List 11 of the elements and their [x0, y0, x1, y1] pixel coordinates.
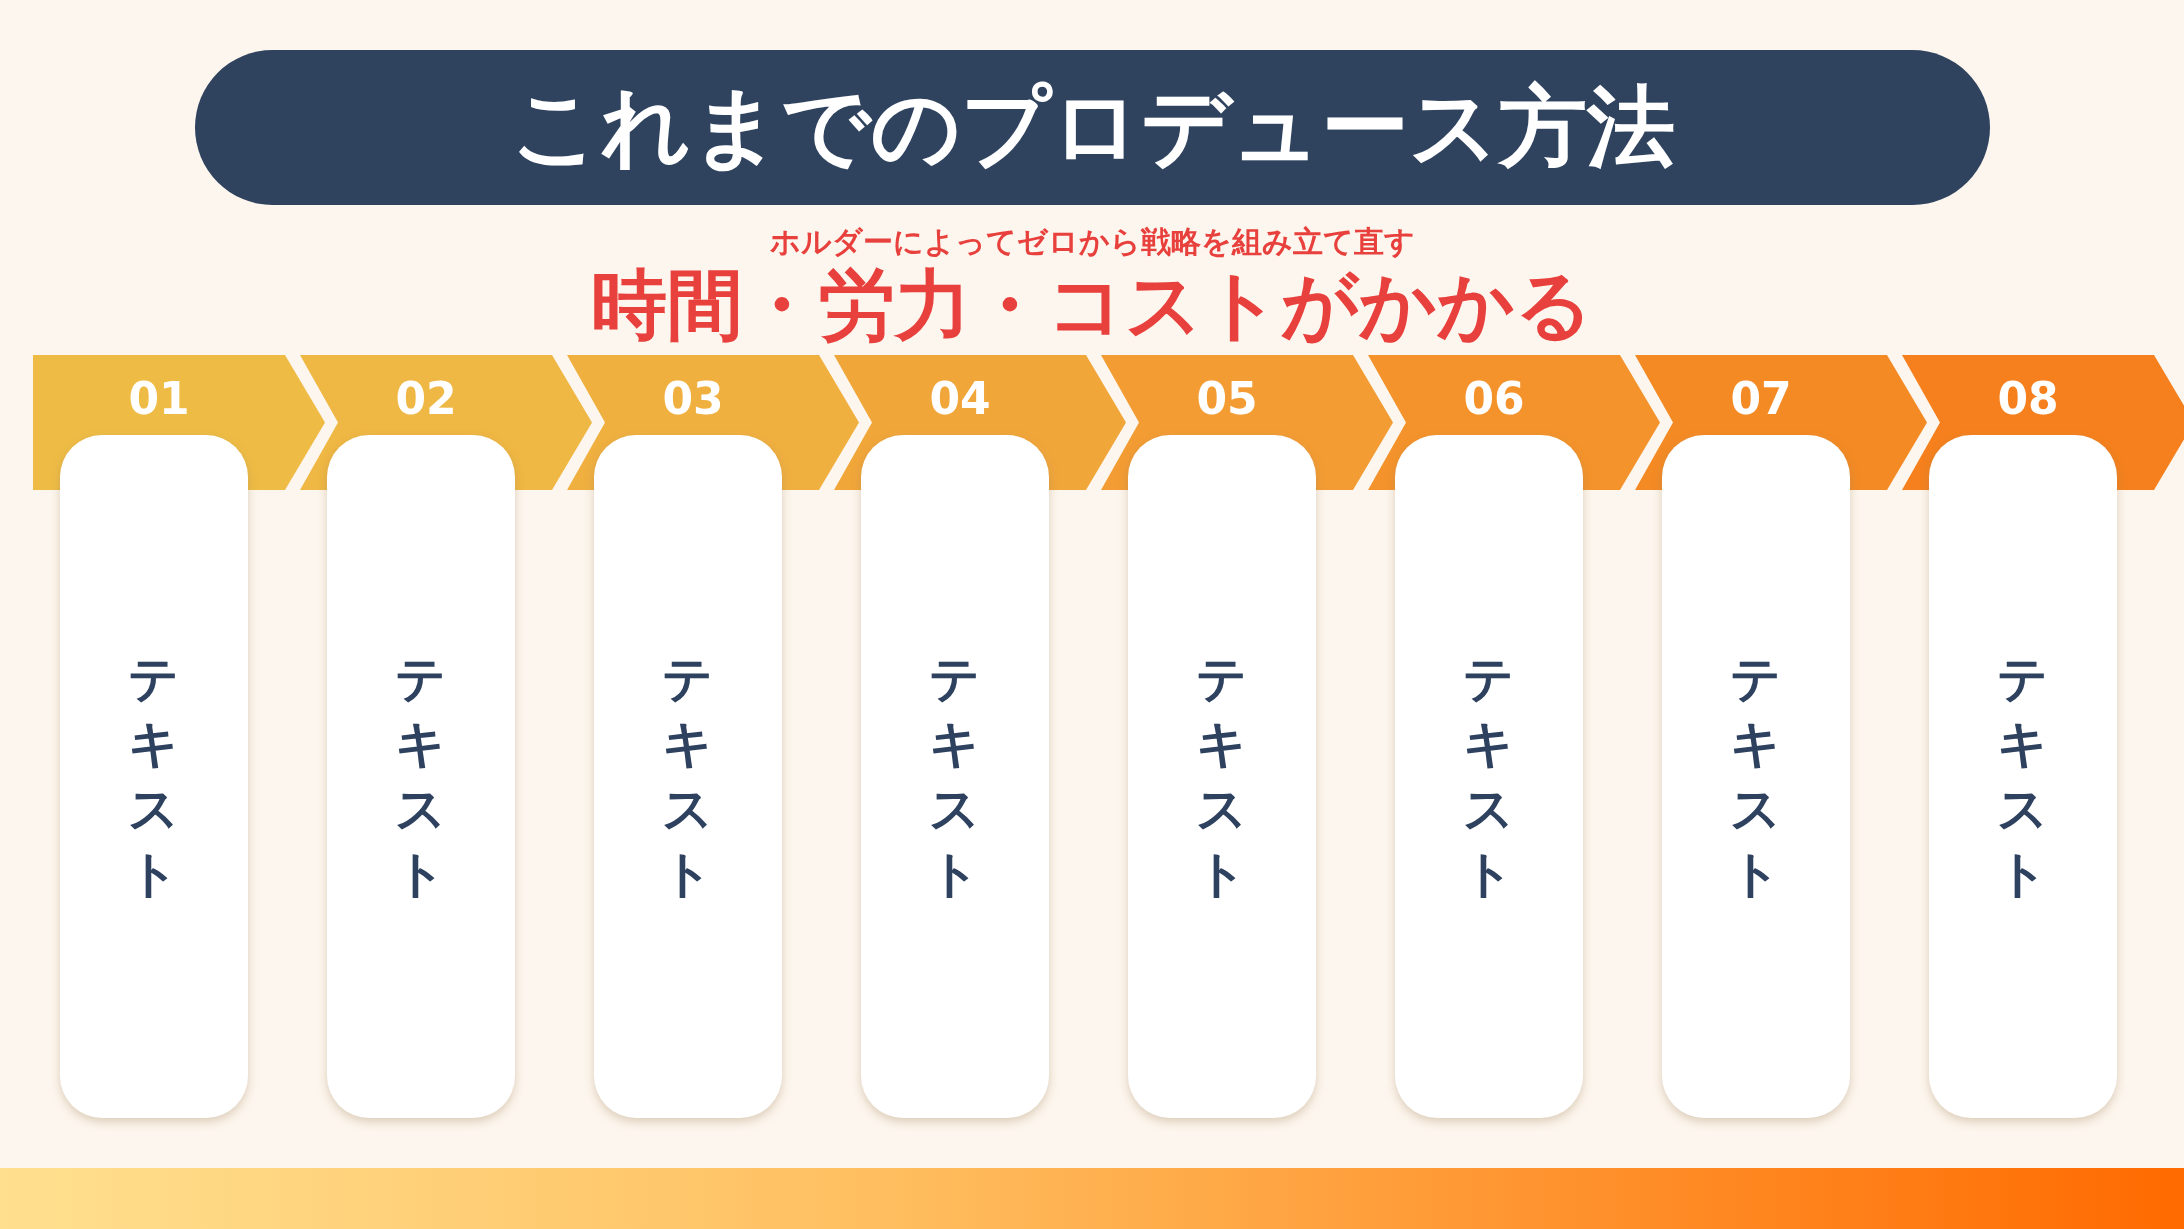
- text-card: テキスト: [327, 435, 515, 1118]
- subtitle-text: ホルダーによってゼロから戦略を組み立て直す: [768, 223, 1416, 261]
- text-card: テキスト: [1662, 435, 1850, 1118]
- text-card: テキスト: [1395, 435, 1583, 1118]
- text-card: テキスト: [594, 435, 782, 1118]
- headline-text: 時間・労力・コストがかかる: [590, 259, 1594, 351]
- title-banner: これまでのプロデュース方法: [195, 50, 1990, 205]
- text-card: テキスト: [861, 435, 1049, 1118]
- text-card: テキスト: [1929, 435, 2117, 1118]
- text-card: テキスト: [1128, 435, 1316, 1118]
- text-card: テキスト: [60, 435, 248, 1118]
